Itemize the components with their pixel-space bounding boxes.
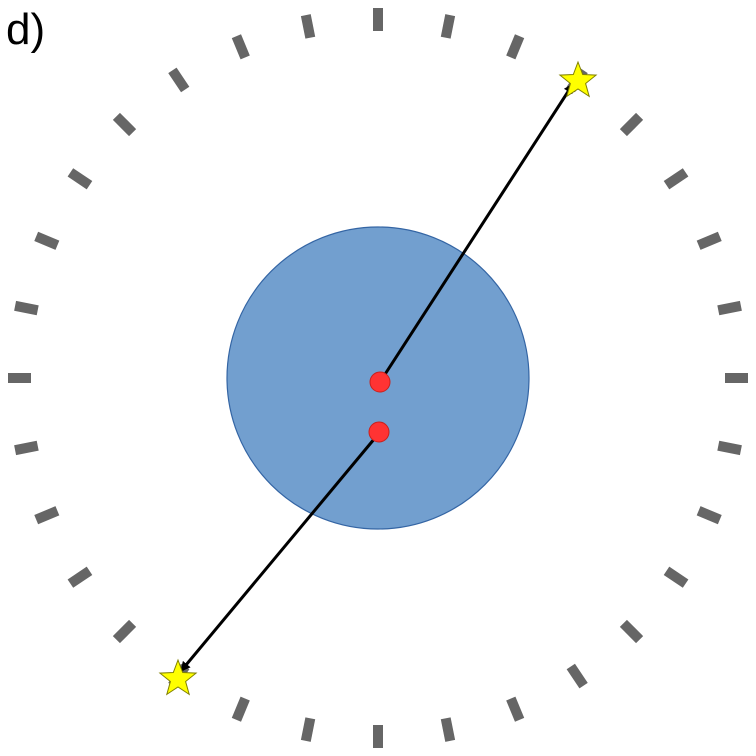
- ring-tick: [440, 717, 456, 742]
- ring-tick: [112, 112, 137, 137]
- ring-tick: [717, 440, 742, 456]
- ring-tick: [231, 34, 250, 60]
- ring-tick: [566, 663, 588, 689]
- ring-tick: [619, 619, 644, 644]
- ring-tick: [663, 566, 689, 588]
- ring-tick: [34, 231, 60, 250]
- red-dot-upper: [369, 371, 391, 393]
- ring-tick: [663, 168, 689, 190]
- ring-tick: [112, 619, 137, 644]
- ring-tick: [231, 696, 250, 722]
- panel-label: d): [6, 5, 46, 54]
- ring-tick: [717, 300, 742, 316]
- ring-tick: [300, 14, 316, 39]
- arrow-to-upper-right-star: [378, 83, 575, 383]
- ring-tick: [696, 506, 722, 525]
- ring-tick: [14, 300, 39, 316]
- ring-tick: [440, 14, 456, 39]
- red-dot-lower: [368, 421, 390, 443]
- ring-tick: [168, 67, 190, 93]
- ring-tick: [506, 696, 525, 722]
- star-lower-left: [158, 658, 198, 696]
- ring-tick: [14, 440, 39, 456]
- ring-tick: [506, 34, 525, 60]
- ring-tick: [300, 717, 316, 742]
- ring-tick: [619, 112, 644, 137]
- ring-tick: [67, 566, 93, 588]
- arrow-to-lower-left-star: [179, 431, 382, 672]
- star-upper-right: [558, 60, 598, 98]
- ring-tick: [696, 231, 722, 250]
- ring-tick: [67, 168, 93, 190]
- ring-tick: [34, 506, 60, 525]
